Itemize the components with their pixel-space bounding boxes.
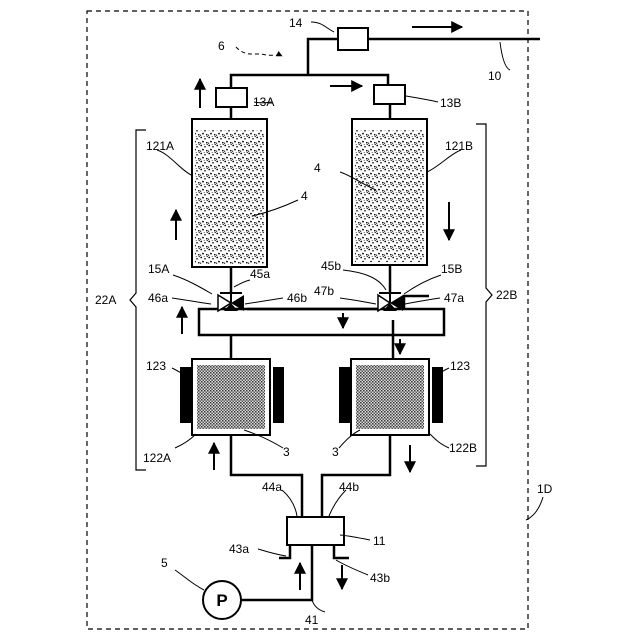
label-exch-b: 122B <box>449 441 477 455</box>
label-system: 1D <box>537 482 553 496</box>
label-port-47b: 47b <box>314 284 334 298</box>
valve-a <box>218 293 244 311</box>
label-heater-b: 123 <box>450 359 470 373</box>
label-port-44a: 44a <box>262 480 282 494</box>
pump-symbol: P <box>216 591 227 610</box>
label-port-46b: 46b <box>287 291 307 305</box>
label-sensor-a: 13A <box>253 95 274 109</box>
brace-b <box>476 124 492 466</box>
label-fill-b: 4 <box>314 161 321 175</box>
label-port-47a: 47a <box>444 291 464 305</box>
valve-b <box>378 293 403 311</box>
label-group-b: 22B <box>496 288 517 302</box>
label-port-44b: 44b <box>339 480 359 494</box>
label-switch-unit: 11 <box>373 534 386 548</box>
leader-lines <box>157 22 543 612</box>
label-sensor-b: 13B <box>440 96 461 110</box>
label-port-43a: 43a <box>229 542 249 556</box>
exchanger-a <box>180 359 284 435</box>
tank-a <box>192 119 267 267</box>
brace-a <box>130 130 146 470</box>
label-group-a: 22A <box>95 293 116 307</box>
label-outlet: 10 <box>488 69 502 83</box>
label-port-top: 14 <box>289 16 303 30</box>
label-port-43b: 43b <box>370 571 390 585</box>
label-core-a: 3 <box>283 445 290 459</box>
label-tank-b: 121B <box>445 139 473 153</box>
label-fill-a: 4 <box>301 189 308 203</box>
sensor-b-box <box>374 85 405 104</box>
label-tank-a: 121A <box>146 139 174 153</box>
label-inlet: 41 <box>305 613 319 627</box>
tank-b <box>352 119 427 265</box>
label-valve-b: 15B <box>441 262 462 276</box>
exchanger-b <box>339 359 443 435</box>
label-line-a: 45a <box>250 267 270 281</box>
sensor-a-box <box>216 88 247 107</box>
label-piping: 6 <box>218 39 225 53</box>
piping-leader <box>236 47 282 56</box>
label-valve-a: 15A <box>148 262 169 276</box>
label-core-b: 3 <box>332 445 339 459</box>
label-line-b: 45b <box>321 259 341 273</box>
port-box <box>338 28 368 50</box>
label-heater-a: 123 <box>146 359 166 373</box>
label-port-46a: 46a <box>148 291 168 305</box>
pump: P <box>203 581 241 619</box>
label-pump: 5 <box>161 556 168 570</box>
switch-block <box>287 517 344 545</box>
label-exch-a: 122A <box>143 451 171 465</box>
